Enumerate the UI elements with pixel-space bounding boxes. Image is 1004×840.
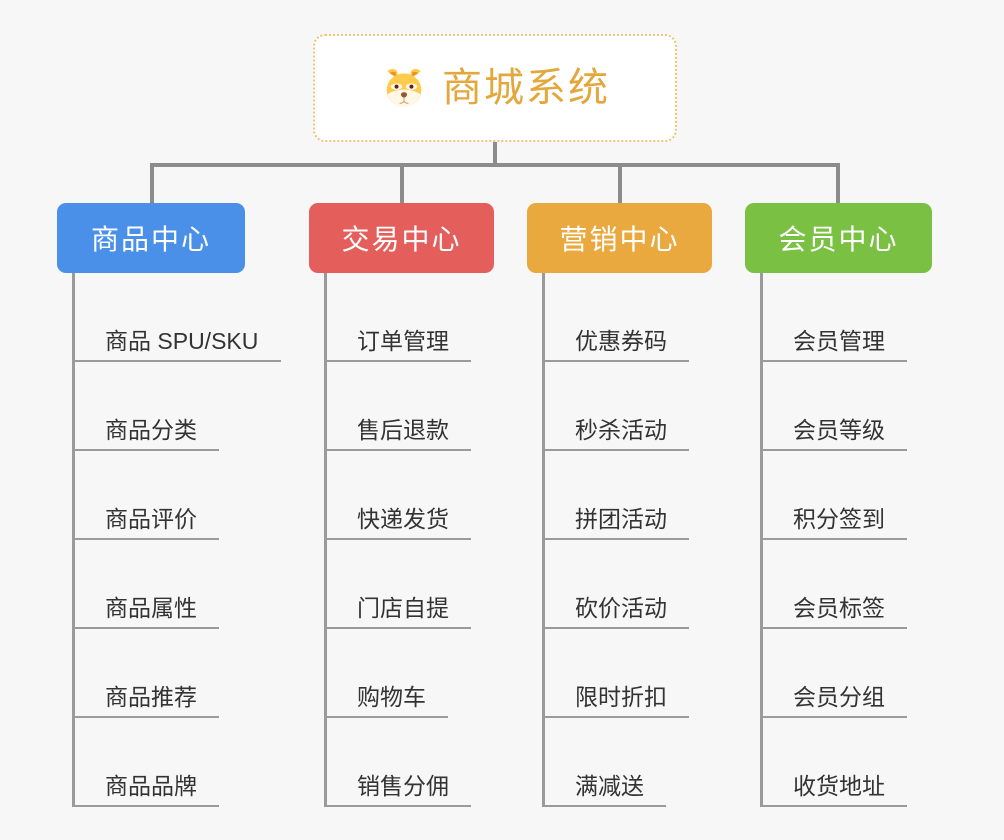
leaf-item-label: 商品评价 [105, 505, 197, 532]
leaf-item[interactable]: 商品 SPU/SKU [72, 273, 281, 362]
column-header-member-center[interactable]: 会员中心 [745, 203, 932, 273]
leaf-item-label: 商品分类 [105, 416, 197, 443]
leaf-item-underline [760, 805, 907, 807]
leaf-item[interactable]: 销售分佣 [324, 718, 471, 807]
leaf-item-underline [72, 627, 219, 629]
leaf-item[interactable]: 商品评价 [72, 451, 219, 540]
leaf-item-underline [760, 627, 907, 629]
leaf-spine [760, 273, 763, 807]
leaf-item-label: 快递发货 [357, 505, 449, 532]
leaf-item-label: 售后退款 [357, 416, 449, 443]
leaf-item-underline [542, 627, 689, 629]
leaf-item-label: 商品品牌 [105, 772, 197, 799]
column-header-marketing-center[interactable]: 营销中心 [527, 203, 712, 273]
leaf-item[interactable]: 砍价活动 [542, 540, 689, 629]
leaf-item-label: 商品 SPU/SKU [105, 327, 259, 354]
leaf-item-label: 会员等级 [793, 416, 885, 443]
leaf-item-label: 限时折扣 [575, 683, 667, 710]
leaf-item[interactable]: 会员等级 [760, 362, 907, 451]
leaf-item-label: 商品属性 [105, 594, 197, 621]
leaf-item-underline [542, 805, 666, 807]
leaf-item[interactable]: 限时折扣 [542, 629, 689, 718]
leaf-item-underline [760, 716, 907, 718]
leaf-item-underline [72, 360, 281, 362]
root-title: 商城系统 [442, 66, 610, 110]
leaf-item-underline [324, 716, 448, 718]
leaf-item[interactable]: 订单管理 [324, 273, 471, 362]
leaf-item-label: 秒杀活动 [575, 416, 667, 443]
column-header-label: 商品中心 [90, 224, 211, 255]
leaf-item-underline [542, 716, 689, 718]
leaf-item-label: 购物车 [357, 683, 426, 710]
leaf-item-underline [72, 449, 219, 451]
leaf-item[interactable]: 售后退款 [324, 362, 471, 451]
leaf-item[interactable]: 会员管理 [760, 273, 907, 362]
leaf-item-label: 砍价活动 [575, 594, 667, 621]
leaf-item-underline [324, 538, 471, 540]
connector-drop-1 [150, 163, 154, 203]
leaf-item-label: 积分签到 [793, 505, 885, 532]
leaf-item[interactable]: 满减送 [542, 718, 666, 807]
leaf-item-underline [324, 627, 471, 629]
leaf-item-label: 优惠券码 [575, 327, 667, 354]
leaf-item-underline [324, 360, 471, 362]
leaf-item[interactable]: 门店自提 [324, 540, 471, 629]
leaf-item[interactable]: 拼团活动 [542, 451, 689, 540]
leaf-item[interactable]: 收货地址 [760, 718, 907, 807]
leaf-item[interactable]: 商品分类 [72, 362, 219, 451]
connector-drop-4 [836, 163, 840, 203]
leaf-item-label: 会员标签 [793, 594, 885, 621]
connector-root-stem [493, 142, 497, 165]
leaf-item-label: 满减送 [575, 772, 644, 799]
leaf-item-underline [760, 538, 907, 540]
leaf-item-underline [760, 449, 907, 451]
leaf-item-label: 商品推荐 [105, 683, 197, 710]
leaf-item-label: 销售分佣 [357, 772, 449, 799]
leaf-spine [542, 273, 545, 807]
connector-drop-2 [400, 163, 404, 203]
leaf-item-underline [324, 805, 471, 807]
leaf-item[interactable]: 积分签到 [760, 451, 907, 540]
leaf-spine [324, 273, 327, 807]
leaf-item-label: 会员管理 [793, 327, 885, 354]
leaf-item-underline [542, 449, 689, 451]
leaf-item-underline [542, 538, 689, 540]
leaf-item[interactable]: 会员分组 [760, 629, 907, 718]
leaf-spine [72, 273, 75, 807]
leaf-item[interactable]: 购物车 [324, 629, 448, 718]
column-header-trade-center[interactable]: 交易中心 [309, 203, 494, 273]
leaf-item-label: 门店自提 [357, 594, 449, 621]
leaf-item-underline [324, 449, 471, 451]
leaf-item-label: 订单管理 [357, 327, 449, 354]
leaf-item-label: 会员分组 [793, 683, 885, 710]
root-node[interactable]: 商城系统 [313, 34, 677, 142]
column-header-label: 会员中心 [778, 224, 899, 255]
leaf-item-underline [542, 360, 689, 362]
dog-face-icon [380, 64, 428, 112]
leaf-item-underline [760, 360, 907, 362]
leaf-item-label: 拼团活动 [575, 505, 667, 532]
leaf-item[interactable]: 秒杀活动 [542, 362, 689, 451]
connector-drop-3 [618, 163, 622, 203]
leaf-item[interactable]: 商品属性 [72, 540, 219, 629]
connector-bus [150, 163, 840, 167]
column-header-label: 营销中心 [559, 224, 680, 255]
leaf-item[interactable]: 优惠券码 [542, 273, 689, 362]
column-header-label: 交易中心 [341, 224, 462, 255]
leaf-item[interactable]: 商品推荐 [72, 629, 219, 718]
column-header-product-center[interactable]: 商品中心 [57, 203, 245, 273]
leaf-item-underline [72, 538, 219, 540]
leaf-item-label: 收货地址 [793, 772, 885, 799]
leaf-item[interactable]: 会员标签 [760, 540, 907, 629]
leaf-item-underline [72, 805, 219, 807]
leaf-item[interactable]: 快递发货 [324, 451, 471, 540]
leaf-item-underline [72, 716, 219, 718]
leaf-item[interactable]: 商品品牌 [72, 718, 219, 807]
